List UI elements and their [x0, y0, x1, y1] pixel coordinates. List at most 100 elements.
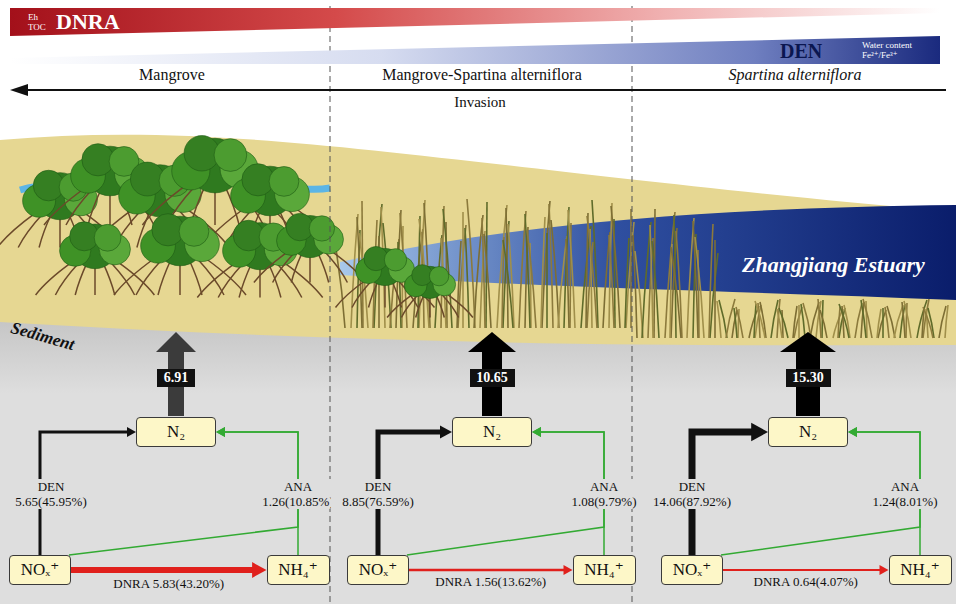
- pool-box: NH₄⁺: [573, 555, 636, 585]
- grass: [335, 199, 948, 338]
- grass-blade: [508, 224, 514, 328]
- mangrove-canopy: [179, 217, 209, 247]
- mangrove-canopy: [214, 139, 247, 172]
- variable-label: Water content Fe²⁺/Fe³⁺: [862, 40, 930, 60]
- pool-box: NH₄⁺: [267, 555, 330, 585]
- zone-label: Mangrove: [139, 66, 205, 84]
- mangrove-root: [273, 252, 295, 283]
- grass-blade: [734, 308, 737, 338]
- mangrove-root: [66, 189, 92, 225]
- gradient-band: Eh TOCDNRA: [10, 8, 940, 36]
- pool-name: NH₄⁺: [900, 560, 939, 579]
- mangrove-root: [317, 252, 328, 283]
- arrowhead: [532, 427, 541, 437]
- pool-box: N₂: [136, 417, 216, 447]
- pool-name: NH₄⁺: [584, 560, 623, 579]
- flux-number: 6.91: [164, 370, 189, 385]
- pool-name: N₂: [167, 422, 185, 441]
- grass-blade: [527, 230, 536, 328]
- grass-blade: [676, 231, 682, 338]
- invasion-arrow: [26, 89, 946, 91]
- mangrove-root: [119, 263, 155, 295]
- rate-label: DNRA 5.83(43.20%): [111, 576, 226, 591]
- mangrove-root: [136, 259, 162, 295]
- grass-blade: [546, 233, 548, 328]
- mangrove-root: [158, 259, 171, 295]
- mangrove-canopy: [384, 249, 406, 271]
- arrowhead: [848, 427, 857, 437]
- dnra-arrow: [409, 565, 573, 575]
- band-shape: [10, 8, 940, 36]
- grass-blade: [611, 206, 620, 328]
- mangrove-root: [88, 189, 101, 225]
- pool-name: NOₓ⁺: [21, 560, 59, 579]
- mangrove-canopy: [429, 266, 448, 285]
- grass-blade: [564, 207, 569, 328]
- pool-name: NH₄⁺: [278, 560, 317, 579]
- mangrove-root: [268, 263, 281, 297]
- mangrove-root: [218, 263, 243, 297]
- pool-box: NH₄⁺: [889, 555, 952, 585]
- mangrove-root: [103, 263, 115, 295]
- mangrove-root: [285, 263, 323, 297]
- arrowhead: [532, 427, 541, 437]
- mangrove-root: [441, 294, 458, 317]
- divider: [632, 6, 633, 604]
- zone-label: Mangrove-Spartina alterniflora: [382, 66, 581, 84]
- grass-blade: [779, 308, 788, 338]
- arrowhead: [848, 427, 857, 437]
- rate-label: DEN 5.65(45.95%): [4, 479, 98, 509]
- rate-label: DNRA 1.56(13.62%): [433, 574, 548, 589]
- mangrove-root: [18, 213, 43, 247]
- dnra-arrow: [409, 569, 565, 572]
- grass-blade: [502, 237, 504, 328]
- grass-blade: [695, 237, 704, 338]
- pool-box: NOₓ⁺: [661, 555, 723, 585]
- pool-box: N₂: [452, 417, 532, 447]
- grass-blade: [794, 307, 802, 338]
- grass-blade: [458, 225, 466, 328]
- mangrove-root: [369, 281, 379, 308]
- grass-blade: [793, 306, 797, 338]
- mangroves: [0, 136, 473, 318]
- dnra-arrow: [71, 567, 255, 573]
- pool-name: NOₓ⁺: [359, 560, 397, 579]
- grass-blade: [877, 309, 881, 338]
- mangrove-canopy: [94, 224, 121, 251]
- flux-number: 10.65: [476, 370, 508, 385]
- invasion-arrowhead: [10, 84, 28, 96]
- arrowhead: [564, 565, 573, 575]
- flux-arrowhead: [156, 332, 196, 352]
- mangrove-canopy: [269, 167, 299, 197]
- grass-blade: [609, 235, 614, 328]
- rate-label: DEN 14.06(87.92%): [645, 479, 739, 509]
- grass-blade: [719, 300, 727, 338]
- flux-number: 15.30: [792, 370, 824, 385]
- grass-blade: [625, 238, 629, 328]
- mangrove-root: [436, 294, 445, 317]
- pool-name: N₂: [483, 422, 501, 441]
- mangrove-root: [325, 252, 347, 283]
- flux-value: 15.30: [786, 369, 831, 387]
- grass-blade: [882, 308, 884, 338]
- divider: [330, 6, 331, 604]
- grass-blade: [904, 301, 911, 338]
- mangrove-root: [416, 294, 425, 317]
- layer-label: Sediment: [8, 318, 76, 355]
- pool-box: NOₓ⁺: [347, 555, 409, 585]
- grass-blade: [542, 201, 550, 328]
- mangrove-root: [75, 263, 87, 295]
- grass-blade: [754, 304, 756, 338]
- grass-blade: [551, 220, 559, 328]
- process-label: DNRA: [56, 9, 120, 34]
- pool-box: NOₓ⁺: [9, 555, 71, 585]
- mangrove-root: [198, 259, 224, 295]
- pool-name: NOₓ⁺: [673, 560, 711, 579]
- grass-blade: [863, 299, 872, 338]
- grass-blade: [945, 305, 948, 338]
- grass-blade: [635, 251, 643, 338]
